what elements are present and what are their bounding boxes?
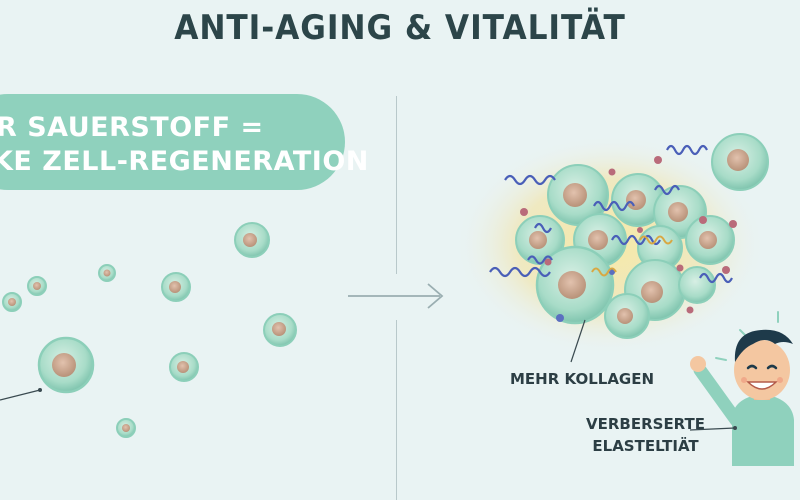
cell-cluster <box>515 133 769 339</box>
collagen-fiber-icon <box>489 144 733 284</box>
person-icon <box>690 311 794 466</box>
cell-icon <box>98 264 116 282</box>
cell-icon <box>27 276 47 296</box>
label-improved-elasticity: VERBERSERTE ELASTELTIÄT <box>586 413 705 457</box>
arrow-right-icon <box>348 283 444 309</box>
label-elasticity-line-1: VERBERSERTE <box>586 415 706 433</box>
banner-line-1: R SAUERSTOFF = <box>0 112 264 143</box>
cell-icon <box>234 222 270 258</box>
page-title: ANTI-AGING & VITALITÄT <box>174 8 626 48</box>
oxygen-banner <box>0 94 345 190</box>
cell-icon <box>169 352 199 382</box>
divider-bottom <box>396 320 397 500</box>
banner-line-2: KE ZELL-REGENERATION <box>0 146 369 177</box>
cell-icon <box>116 418 136 438</box>
collagen-fiber-icon <box>591 235 673 277</box>
label-more-collagen: MEHR KOLLAGEN <box>510 370 655 388</box>
particle-dots <box>520 156 737 322</box>
cell-icon <box>263 313 297 347</box>
cell-icon <box>37 336 95 394</box>
divider-top <box>396 96 397 274</box>
cell-icon <box>161 272 191 302</box>
cell-icon <box>2 292 22 312</box>
label-elasticity-line-2: ELASTELTIÄT <box>592 437 699 455</box>
